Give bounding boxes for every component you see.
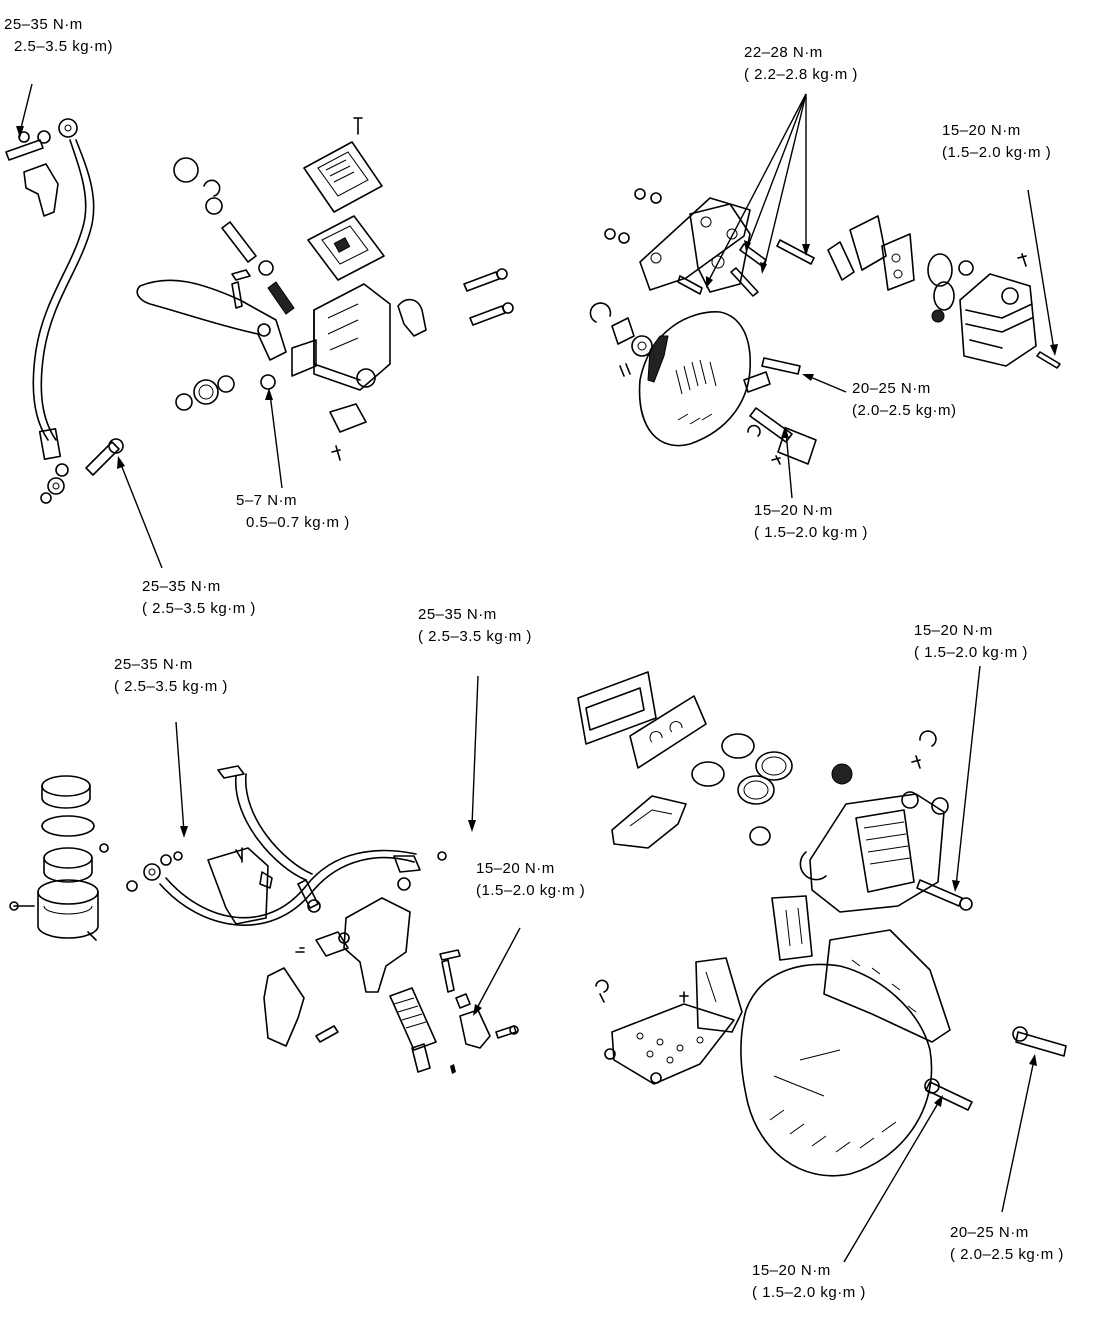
caliper-bracket-bolts	[604, 188, 815, 297]
torque-label-hose-bolt-top-left: 25–35 N·m 2.5–3.5 kg·m)	[4, 16, 114, 55]
rear-pad-spring	[611, 795, 687, 849]
torque-label-rear-pad-pin: 15–20 N·m ( 1.5–2.0 kg·m )	[752, 1262, 866, 1301]
reservoir	[9, 775, 109, 941]
rear-caliper-bracket-clip	[771, 895, 813, 961]
front-brake-hose	[32, 118, 95, 495]
torque-label-hose-bolt-lower-left: 25–35 N·m ( 2.5–3.5 kg·m )	[142, 578, 256, 617]
torque-label-caliper-pivot-bolt-top: 20–25 N·m (2.0–2.5 kg·m)	[852, 380, 957, 419]
rear-caliper-bracket	[595, 957, 743, 1085]
rear-disc-guard	[823, 929, 951, 1043]
rear-master-piston	[389, 987, 456, 1074]
hose-banjo-bolt-bottom	[40, 438, 124, 504]
rear-caliper-pin-bolt	[916, 879, 973, 911]
caliper-piston-seals	[927, 253, 974, 323]
rear-caliper-body	[799, 730, 949, 913]
hose-clamp	[23, 163, 59, 217]
piston-assembly	[173, 157, 295, 315]
caliper-hub-parts	[589, 302, 817, 465]
lever-bracket	[397, 298, 427, 337]
master-screw-top	[353, 117, 363, 135]
brake-switch	[329, 403, 367, 461]
rear-master-cylinder-body	[295, 897, 411, 993]
torque-label-rear-master-mount: 15–20 N·m (1.5–2.0 kg·m )	[476, 860, 586, 899]
rear-brake-pads	[577, 671, 707, 769]
rear-caliper-pistons	[691, 733, 853, 846]
torque-label-pad-pin-bolt-top: 15–20 N·m ( 1.5–2.0 kg·m )	[754, 502, 868, 541]
lever-pivot-bolt	[231, 269, 251, 309]
torque-label-caliper-pin-bolt-top: 15–20 N·m (1.5–2.0 kg·m )	[942, 122, 1052, 161]
torque-label-lever-pivot-nut: 5–7 N·m 0.5–0.7 kg·m )	[236, 492, 350, 531]
torque-label-caliper-mount-bolts: 22–28 N·m ( 2.2–2.8 kg·m )	[744, 44, 858, 83]
brake-lever	[136, 279, 287, 361]
hose-banjo-bolt-top	[5, 130, 51, 161]
torque-label-rear-caliper-pivot: 20–25 N·m ( 2.0–2.5 kg·m )	[950, 1224, 1064, 1263]
torque-label-rear-hose-bolt-left: 25–35 N·m ( 2.5–3.5 kg·m )	[114, 656, 228, 695]
rear-pushrod-parts	[439, 949, 519, 1049]
front-brake-disc	[638, 311, 751, 447]
reservoir-hose	[217, 765, 321, 913]
caliper-bracket-plate	[639, 197, 751, 293]
rear-master-bracket	[207, 847, 273, 925]
diaphragm-plate	[307, 215, 385, 281]
caliper-body-top	[959, 253, 1061, 369]
torque-label-rear-caliper-pin: 15–20 N·m ( 1.5–2.0 kg·m )	[914, 622, 1028, 661]
rear-mount-plate	[263, 967, 339, 1047]
torque-arrows	[16, 83, 1058, 1263]
rear-brake-disc	[740, 963, 933, 1177]
caliper-shims	[827, 215, 915, 291]
torque-label-rear-hose-bolt-right: 25–35 N·m ( 2.5–3.5 kg·m )	[418, 606, 532, 645]
rear-brake-hose	[126, 849, 447, 926]
master-clamp-bolts	[463, 268, 514, 326]
master-seal-rings	[175, 374, 276, 411]
rear-caliper-pivot-pins	[924, 1026, 1067, 1111]
master-cylinder-cap	[303, 141, 383, 213]
master-cylinder-body	[291, 283, 391, 391]
